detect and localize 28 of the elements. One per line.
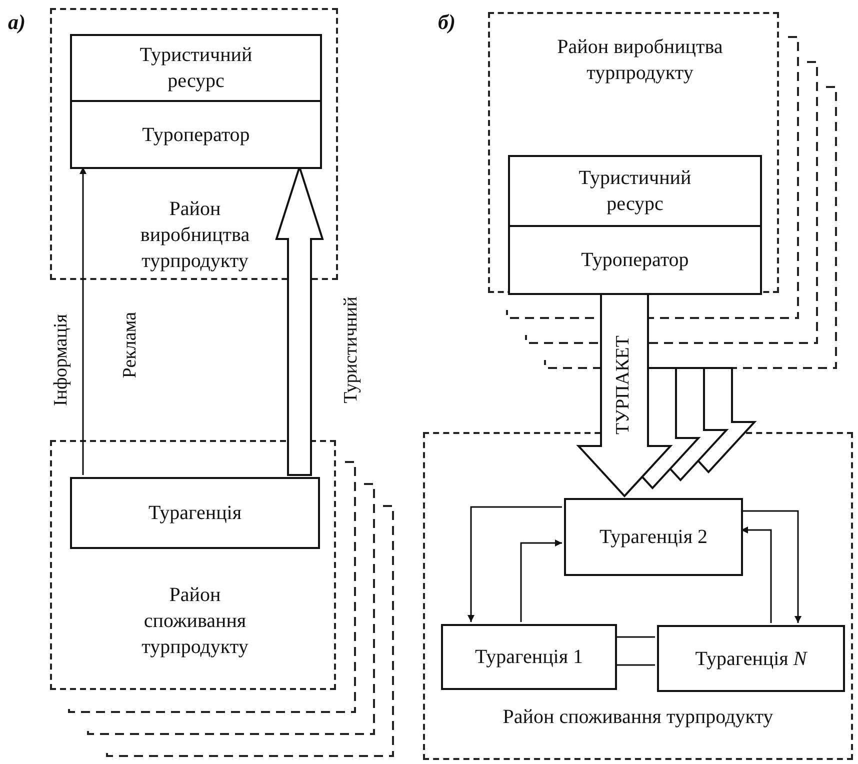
process-box: Туроператор — [508, 225, 762, 295]
process-box: Туристичний ресурс — [70, 34, 322, 102]
region-label: Район споживання турпродукту — [502, 705, 774, 730]
arrow — [80, 167, 86, 475]
region-label: Район споживання турпродукту — [140, 583, 250, 660]
region-label: Район виробництва турпродукту — [139, 197, 251, 274]
region-label: Район виробництва турпродукту — [556, 35, 724, 86]
process-box: Туроператор — [70, 100, 322, 169]
arrow — [741, 510, 802, 623]
panel-label: б) — [438, 10, 456, 35]
process-box: Турагенція — [70, 477, 320, 549]
edge-label: Інформація — [52, 312, 72, 408]
arrow — [468, 506, 562, 622]
vertical-label: Реклама — [120, 310, 142, 380]
dashed-region — [488, 12, 779, 293]
process-box: Туристичний ресурс — [508, 155, 762, 227]
process-box: Турагенція 1 — [441, 624, 617, 690]
connector-line — [615, 636, 655, 638]
stacked-hollow-arrow — [576, 292, 757, 498]
arrow — [741, 526, 772, 623]
arrow — [520, 540, 562, 622]
panel-label: а) — [8, 10, 26, 35]
dashed-region — [50, 8, 338, 280]
process-box: Турагенція 2 — [564, 498, 743, 576]
edge-label: Туристичний — [342, 296, 362, 404]
dashed-region — [50, 440, 336, 690]
connector-line — [615, 664, 655, 666]
process-box: Турагенція N — [657, 625, 845, 692]
